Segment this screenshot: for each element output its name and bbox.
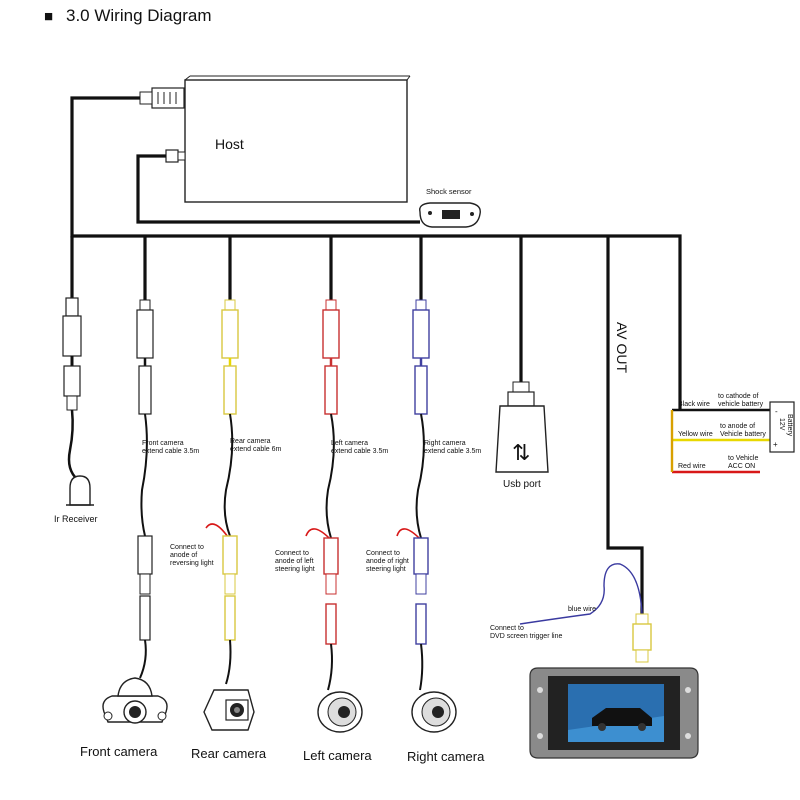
title-marker: ■ bbox=[44, 8, 53, 25]
rear-extend-line2: extend cable 6m bbox=[230, 446, 282, 453]
yellow-to-line1: to anode of bbox=[720, 423, 755, 430]
rear-camera-icon bbox=[203, 689, 255, 731]
dvd-connect-line1: Connect to bbox=[490, 625, 524, 632]
yellow-wire-label: Yellow wire bbox=[678, 431, 713, 438]
host-label: Host bbox=[215, 136, 244, 152]
left-extend-line2: extend cable 3.5m bbox=[331, 448, 388, 455]
red-wire-label: Red wire bbox=[678, 463, 706, 470]
shock-sensor: Shock sensor bbox=[419, 187, 481, 228]
battery-label: Battery bbox=[786, 414, 793, 437]
ir-receiver-label: Ir Receiver bbox=[54, 514, 98, 524]
red-to-line1: to Vehicle bbox=[728, 455, 758, 462]
rear-camera-chain: Rear camera extend cable 6m Connect to a… bbox=[170, 299, 282, 685]
left-camera-label: Left camera bbox=[303, 748, 372, 763]
front-extend-line1: Front camera bbox=[142, 440, 184, 447]
front-camera-label: Front camera bbox=[80, 744, 158, 759]
left-extend-line1: Left camera bbox=[331, 440, 368, 447]
power-wires: Black wire to cathode of vehicle battery… bbox=[670, 393, 770, 474]
black-to-line2: vehicle battery bbox=[718, 401, 764, 408]
av-out-label: AV OUT bbox=[614, 322, 630, 374]
diagram-title: 3.0 Wiring Diagram bbox=[66, 6, 212, 25]
left-camera-icon bbox=[317, 691, 363, 733]
usb-port: ⇅ Usb port bbox=[495, 381, 549, 490]
battery: - + 12V Battery bbox=[769, 401, 795, 453]
host-unit: Host bbox=[184, 75, 411, 203]
dvd-trigger: blue wire Connect to DVD screen trigger … bbox=[490, 563, 652, 663]
blue-wire-label: blue wire bbox=[568, 606, 596, 613]
right-camera-icon bbox=[411, 691, 457, 733]
left-connect-line1: Connect to bbox=[275, 550, 309, 557]
ir-receiver: Ir Receiver bbox=[54, 297, 98, 524]
front-camera-icon bbox=[102, 677, 168, 724]
dvd-head-unit bbox=[529, 667, 699, 759]
rear-connect-line3: reversing light bbox=[170, 560, 214, 567]
left-connect-line2: anode of left bbox=[275, 558, 314, 565]
host-main-connector bbox=[139, 87, 185, 109]
front-extend-line2: extend cable 3.5m bbox=[142, 448, 199, 455]
right-connect-line2: anode of right bbox=[366, 558, 409, 565]
yellow-to-line2: Vehicle battery bbox=[720, 431, 766, 438]
battery-volt: 12V bbox=[778, 418, 785, 431]
host-aux-connector bbox=[165, 149, 186, 163]
left-connect-line3: steering light bbox=[275, 566, 315, 573]
black-wire-label: Black wire bbox=[678, 401, 710, 408]
right-extend-line1: Right camera bbox=[424, 440, 466, 447]
main-harness bbox=[70, 96, 682, 614]
rear-camera-label: Rear camera bbox=[191, 746, 267, 761]
red-to-line2: ACC ON bbox=[728, 463, 755, 470]
right-extend-line2: extend cable 3.5m bbox=[424, 448, 481, 455]
right-connect-line1: Connect to bbox=[366, 550, 400, 557]
right-camera-chain: Right camera extend cable 3.5m Connect t… bbox=[366, 299, 481, 691]
left-camera-chain: Left camera extend cable 3.5m Connect to… bbox=[275, 299, 388, 691]
rear-connect-line2: anode of bbox=[170, 552, 197, 559]
battery-plus: + bbox=[773, 440, 778, 449]
dvd-connect-line2: DVD screen trigger line bbox=[490, 633, 562, 640]
right-camera-label: Right camera bbox=[407, 749, 485, 764]
battery-minus: - bbox=[775, 407, 778, 416]
rear-connect-line1: Connect to bbox=[170, 544, 204, 551]
rear-extend-line1: Rear camera bbox=[230, 438, 271, 445]
shock-sensor-label: Shock sensor bbox=[426, 187, 472, 196]
usb-port-label: Usb port bbox=[503, 479, 541, 490]
right-connect-line3: steering light bbox=[366, 566, 406, 573]
usb-icon: ⇅ bbox=[512, 440, 530, 465]
front-camera-chain: Front camera extend cable 3.5m bbox=[136, 299, 199, 679]
black-to-line1: to cathode of bbox=[718, 393, 759, 400]
